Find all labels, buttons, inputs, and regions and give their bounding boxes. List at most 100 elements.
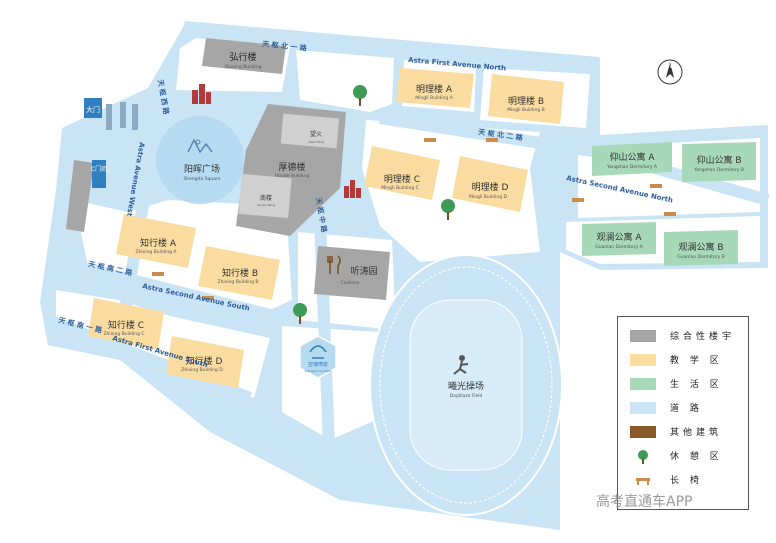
- building-zhixing-b-en: Zhixing Building B: [217, 279, 258, 285]
- legend-item-road: 道 路: [630, 401, 703, 414]
- legend-swatch: [630, 353, 656, 366]
- other-building-icon: [192, 84, 211, 104]
- bench-icon: [202, 296, 214, 300]
- legend-label: 教 学 区: [670, 356, 723, 366]
- building-guanlan-a-en: Guanlan Dormitory A: [595, 244, 643, 250]
- building-qiuxing-name: 弘行楼: [229, 51, 256, 63]
- building-yangshan-b-name: 仰山公寓 B: [696, 154, 741, 166]
- fountain-label-en: Starlight Fountain: [305, 369, 332, 373]
- building-nanhuo-en: Senior Wing: [257, 203, 275, 207]
- bench-icon: [572, 198, 584, 202]
- legend-label: 长 椅: [670, 476, 703, 486]
- building-qiuxing[interactable]: 弘行楼 Qiuxing Building: [202, 38, 286, 74]
- square-label: 阳晖广场: [184, 163, 220, 175]
- main-gate[interactable]: 大门: [84, 98, 138, 130]
- runner-icon: [453, 355, 469, 375]
- building-mingli-b-name: 明理楼 B: [508, 95, 544, 107]
- bench-icon: [152, 272, 164, 276]
- legend-item-living: 生 活 区: [630, 377, 723, 390]
- building-mingli-d[interactable]: 明理楼 D Mingli Building D: [452, 156, 528, 212]
- legend-swatch: [630, 401, 656, 414]
- watermark-text: 高考直通车APP: [596, 494, 693, 510]
- building-wanghuo-en: Vista Wing: [308, 140, 324, 144]
- building-mingli-a-name: 明理楼 A: [416, 83, 453, 95]
- building-mingli-a-en: Mingli Building A: [415, 95, 453, 101]
- station-label: C门岗: [91, 160, 107, 188]
- legend-swatch: [630, 425, 656, 438]
- building-mingli-c-en: Mingli Building C: [381, 185, 419, 191]
- building-mingli-c[interactable]: 明理楼 C Mingli Building C: [364, 146, 440, 200]
- building-mingli-b[interactable]: 明理楼 B Mingli Building B: [488, 74, 564, 124]
- bench-icon: [664, 212, 676, 216]
- building-zhixing-a[interactable]: 知行楼 A Zhixing Building A: [116, 214, 196, 268]
- building-yangshan-a[interactable]: 仰山公寓 A Yangshan Dormitory A: [592, 142, 672, 176]
- compass-icon: N: [656, 58, 684, 91]
- building-zhixing-a-name: 知行楼 A: [140, 237, 177, 249]
- building-canteen[interactable]: 听涛园 Canteen: [314, 246, 390, 300]
- building-zhixing-d-en: Zhixing Building D: [181, 367, 223, 373]
- bench-icon: [650, 184, 662, 188]
- building-zhixing-b-name: 知行楼 B: [222, 267, 258, 279]
- building-station[interactable]: [66, 160, 94, 232]
- building-yangshan-b[interactable]: 仰山公寓 B Yangshan Dormitory B: [682, 142, 756, 182]
- bench-icon: [630, 474, 656, 486]
- building-zhixing-b[interactable]: 知行楼 B Zhixing Building B: [198, 246, 280, 300]
- legend-item-bench: 长 椅: [630, 473, 703, 486]
- building-houde-en: Houde Building: [275, 173, 309, 179]
- compass-label: N: [668, 63, 673, 70]
- legend-item-general: 综合性楼宇: [630, 329, 735, 342]
- square-plaza[interactable]: 阳晖广场 Shengda Square: [156, 116, 244, 204]
- building-zhixing-a-en: Zhixing Building A: [135, 249, 177, 255]
- building-canteen-name: 听涛园: [350, 265, 377, 277]
- legend-label: 综合性楼宇: [670, 332, 736, 342]
- fountain[interactable]: 亚瑞喷泉 Starlight Fountain: [299, 335, 337, 379]
- building-guanlan-b-name: 观澜公寓 B: [678, 241, 723, 253]
- utensils-icon: [327, 255, 341, 274]
- square-label-en: Shengda Square: [183, 176, 220, 182]
- building-guanlan-a[interactable]: 观澜公寓 A Guanlan Dormitory A: [582, 222, 656, 256]
- building-qiuxing-en: Qiuxing Building: [225, 64, 262, 70]
- other-building-icon: [344, 180, 361, 198]
- building-guanlan-b[interactable]: 观澜公寓 B Guanlan Dormitory B: [664, 230, 738, 266]
- building-yangshan-a-name: 仰山公寓 A: [609, 151, 655, 163]
- building-mingli-d-name: 明理楼 D: [472, 181, 509, 193]
- legend-item-rest: 休 憩 区: [630, 449, 723, 464]
- tree-icon: [441, 199, 455, 220]
- building-canteen-en: Canteen: [341, 280, 360, 286]
- legend-item-teaching: 教 学 区: [630, 353, 723, 366]
- building-zhixing-d-name: 知行楼 D: [186, 355, 223, 367]
- station-text: C门岗: [91, 165, 107, 173]
- legend-label: 道 路: [670, 404, 703, 414]
- gate-pillars-icon: [106, 102, 138, 130]
- building-zhixing-d[interactable]: 知行楼 D Zhixing Building D: [166, 336, 244, 388]
- building-yangshan-b-en: Yangshan Dormitory B: [693, 167, 744, 173]
- tree-icon: [630, 449, 656, 464]
- building-yangshan-a-en: Yangshan Dormitory A: [606, 164, 658, 170]
- building-mingli-b-en: Mingli Building B: [507, 107, 545, 113]
- legend-label: 生 活 区: [670, 380, 723, 390]
- building-guanlan-b-en: Guanlan Dormitory B: [677, 254, 724, 260]
- building-houde[interactable]: 望火 Vista Wing 厚德楼 Houde Building 南楼 Seni…: [236, 104, 346, 236]
- building-zhixing-c-en: Zhixing Building C: [103, 331, 144, 337]
- fountain-label: 亚瑞喷泉: [308, 361, 328, 368]
- building-zhixing-c[interactable]: 知行楼 C Zhixing Building C: [88, 298, 164, 350]
- fountain-icon: [309, 345, 327, 359]
- field-label: 曦光操场: [448, 380, 484, 392]
- bench-icon: [424, 138, 436, 142]
- bench-icon: [486, 138, 498, 142]
- building-zhixing-c-name: 知行楼 C: [108, 319, 144, 331]
- field-label-en: Dayblaze Field: [450, 393, 483, 399]
- legend-item-other: 其他建筑: [630, 425, 722, 438]
- building-houde-name: 厚德楼: [278, 161, 305, 173]
- building-mingli-c-name: 明理楼 C: [384, 173, 420, 185]
- building-mingli-a[interactable]: 明理楼 A Mingli Building A: [396, 68, 474, 108]
- building-guanlan-a-name: 观澜公寓 A: [596, 231, 642, 243]
- map-legend: 综合性楼宇 教 学 区 生 活 区 道 路 其他建筑 休 憩 区 长 椅: [617, 316, 749, 510]
- building-nanhuo-name: 南楼: [260, 194, 272, 202]
- sports-field[interactable]: 曦光操场 Dayblaze Field: [369, 254, 563, 516]
- building-wanghuo-name: 望火: [310, 130, 322, 138]
- monument-icon: [187, 138, 213, 154]
- tree-icon: [353, 85, 367, 106]
- building-mingli-d-en: Mingli Building D: [469, 194, 507, 200]
